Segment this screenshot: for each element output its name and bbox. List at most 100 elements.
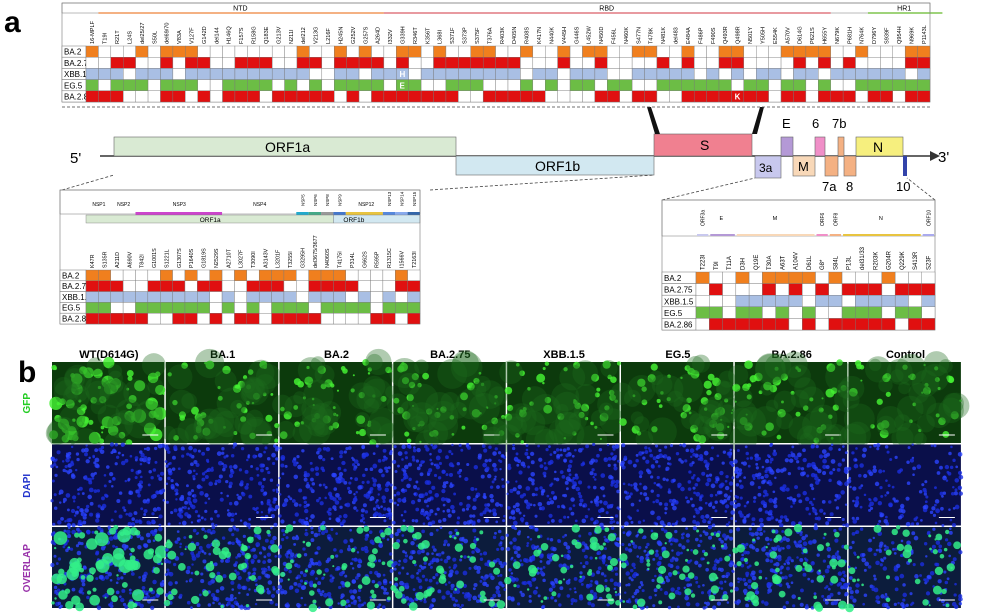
mutation-label: G204R bbox=[887, 250, 893, 270]
nucleus-dot bbox=[725, 504, 730, 509]
nucleus-dot bbox=[590, 579, 593, 583]
mutation-cell bbox=[160, 269, 173, 282]
gfp-cell bbox=[102, 552, 114, 564]
nucleus-dot bbox=[213, 562, 218, 567]
mutation-cell bbox=[321, 45, 335, 58]
nucleus-dot bbox=[704, 601, 707, 605]
nucleus-dot bbox=[454, 599, 458, 603]
nucleus-dot bbox=[589, 471, 594, 476]
gfp-haze bbox=[610, 382, 633, 406]
mutation-label: T478K bbox=[649, 27, 655, 44]
nucleus-dot bbox=[664, 502, 669, 507]
nucleus-dot bbox=[828, 500, 832, 504]
nucleus-dot bbox=[503, 514, 506, 518]
mutation-cell bbox=[731, 45, 745, 58]
nucleus-dot bbox=[685, 448, 690, 453]
nucleus-dot bbox=[460, 603, 464, 607]
gfp-cell bbox=[491, 417, 499, 425]
gfp-cell bbox=[537, 535, 541, 539]
nucleus-dot bbox=[336, 565, 341, 571]
nucleus-dot bbox=[651, 464, 655, 469]
nucleus-dot bbox=[287, 495, 291, 499]
nucleus-dot bbox=[666, 462, 670, 465]
nucleus-dot bbox=[738, 479, 742, 483]
mutation-cell bbox=[607, 68, 620, 80]
nucleus-dot bbox=[75, 544, 80, 548]
mutation-cell bbox=[892, 90, 906, 103]
mutation-cell bbox=[184, 313, 198, 325]
nucleus-dot bbox=[299, 579, 304, 583]
mutation-cell bbox=[234, 90, 248, 103]
gfp-cell bbox=[744, 360, 753, 369]
nucleus-dot bbox=[934, 521, 938, 525]
mutation-cell bbox=[458, 68, 471, 80]
nucleus-dot bbox=[243, 521, 248, 526]
gfp-haze bbox=[809, 404, 838, 433]
mutation-cell bbox=[644, 79, 658, 91]
nucleus-dot bbox=[413, 485, 418, 490]
nucleus-dot bbox=[100, 445, 105, 450]
nucleus-dot bbox=[746, 565, 750, 569]
nucleus-dot bbox=[662, 455, 665, 458]
nucleus-dot bbox=[531, 555, 536, 559]
mutation-cell bbox=[482, 90, 496, 103]
nucleus-dot bbox=[578, 534, 582, 538]
mutation-cell bbox=[122, 269, 136, 282]
nucleus-dot bbox=[186, 565, 191, 570]
gfp-haze bbox=[302, 404, 329, 431]
gfp-cell bbox=[813, 437, 820, 444]
nucleus-dot bbox=[248, 517, 252, 521]
gfp-cell bbox=[205, 360, 215, 370]
nucleus-dot bbox=[60, 516, 64, 521]
nucleus-dot bbox=[772, 451, 778, 457]
nucleus-dot bbox=[675, 451, 680, 456]
nucleus-dot bbox=[58, 492, 62, 496]
mutation-label: A264D bbox=[376, 27, 382, 44]
mutation-cell bbox=[135, 90, 149, 103]
nucleus-dot bbox=[448, 462, 454, 467]
mutation-cell bbox=[908, 283, 922, 296]
nucleus-dot bbox=[246, 593, 250, 596]
nucleus-dot bbox=[766, 516, 771, 522]
nucleus-dot bbox=[554, 470, 557, 474]
mutation-cell bbox=[695, 306, 710, 319]
mutation-cell bbox=[695, 318, 710, 331]
gfp-cell bbox=[572, 431, 577, 436]
gfp-haze bbox=[474, 375, 491, 392]
nucleus-dot bbox=[761, 465, 765, 469]
variant-label: EG.5 bbox=[664, 309, 683, 318]
mutation-cell bbox=[283, 280, 297, 292]
mutation-cell bbox=[320, 280, 334, 292]
nucleus-dot bbox=[484, 458, 489, 463]
mutation-cell bbox=[284, 57, 298, 69]
nucleus-dot bbox=[585, 444, 590, 449]
gfp-cell bbox=[163, 599, 171, 607]
nucleus-dot bbox=[668, 488, 671, 491]
nucleus-dot bbox=[440, 497, 446, 502]
nucleus-dot bbox=[639, 559, 644, 564]
nucleus-dot bbox=[500, 546, 505, 551]
gfp-cell bbox=[641, 399, 648, 406]
nucleus-dot bbox=[208, 481, 214, 487]
nucleus-dot bbox=[250, 464, 254, 468]
mutation-cell bbox=[748, 295, 763, 308]
nucleus-dot bbox=[91, 476, 95, 480]
nucleus-dot bbox=[442, 484, 447, 489]
nucleus-dot bbox=[450, 452, 454, 456]
nucleus-dot bbox=[827, 517, 832, 522]
gfp-haze bbox=[558, 411, 582, 435]
nucleus-dot bbox=[679, 443, 682, 447]
nucleus-dot bbox=[404, 551, 408, 555]
mutation-cell bbox=[296, 280, 309, 292]
nucleus-dot bbox=[894, 455, 898, 459]
nucleus-dot bbox=[397, 464, 400, 468]
gfp-cell bbox=[512, 561, 521, 569]
nucleus-dot bbox=[235, 556, 238, 559]
nucleus-dot bbox=[292, 520, 296, 524]
nucleus-dot bbox=[382, 513, 385, 517]
nucleus-dot bbox=[388, 516, 392, 520]
nucleus-dot bbox=[50, 499, 54, 503]
gfp-cell bbox=[308, 590, 315, 596]
mutation-cell bbox=[768, 57, 782, 69]
mutation-cell bbox=[818, 57, 831, 69]
